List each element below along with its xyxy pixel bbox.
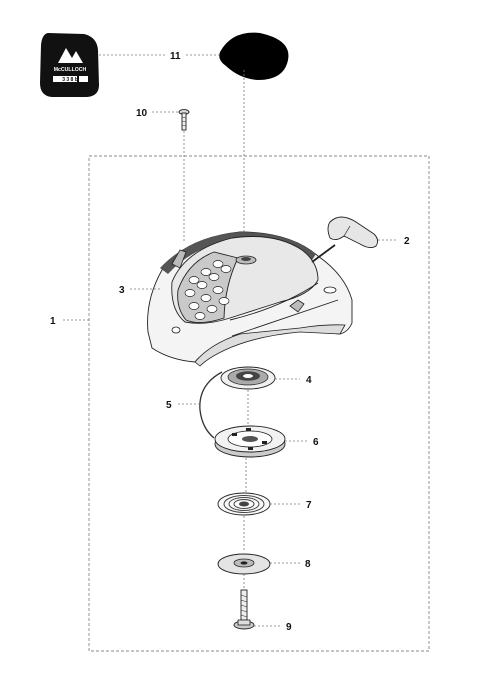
screw-part-10 xyxy=(178,109,190,131)
recoil-spring-part xyxy=(217,492,271,516)
washer-part xyxy=(217,553,271,575)
callout-8: 8 xyxy=(305,559,311,570)
starter-housing-part xyxy=(147,231,353,367)
callout-5: 5 xyxy=(166,400,172,411)
callout-11: 11 xyxy=(170,51,181,62)
callout-4: 4 xyxy=(306,375,312,386)
callout-9: 9 xyxy=(286,622,292,633)
starter-handle-part xyxy=(311,216,379,263)
callout-3: 3 xyxy=(119,285,125,296)
brand-logo-decal: McCULLOCH 3 3 8 b xyxy=(40,33,99,97)
callout-7: 7 xyxy=(306,500,312,511)
badge-part xyxy=(219,32,289,80)
starter-rope-part xyxy=(199,371,223,439)
callout-2: 2 xyxy=(404,236,410,247)
callout-10: 10 xyxy=(136,108,148,119)
bolt-part-9 xyxy=(233,589,255,630)
logo-model-text: 3 3 8 b xyxy=(62,77,78,83)
ratchet-disc-part xyxy=(214,425,286,458)
rope-pulley-part xyxy=(220,366,276,390)
callout-1: 1 xyxy=(50,316,56,327)
logo-brand-text: McCULLOCH xyxy=(54,67,87,73)
assembly-boundary xyxy=(88,155,430,652)
callout-6: 6 xyxy=(313,437,319,448)
